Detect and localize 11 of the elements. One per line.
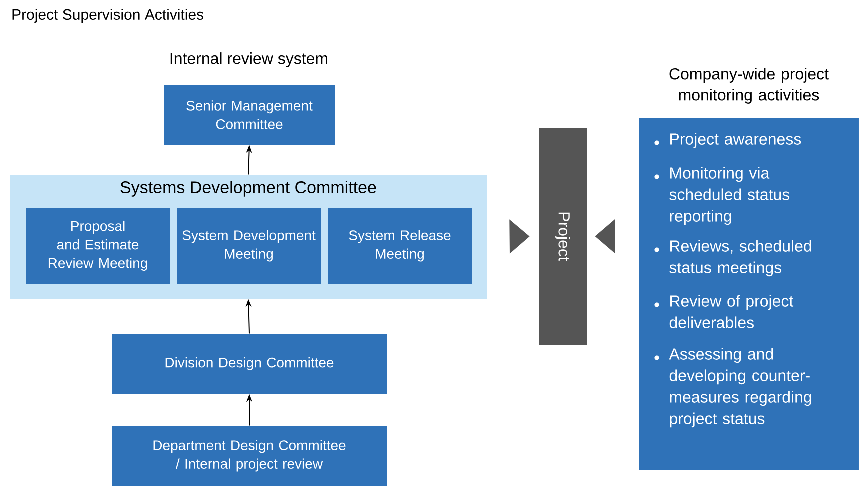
committee-box: System Release Meeting — [328, 208, 472, 284]
committee-box: Division Design Committee — [112, 334, 387, 394]
committee-box: System Development Meeting — [177, 208, 321, 284]
committee-box: Senior Management Committee — [164, 85, 335, 145]
title: Project Supervision Activities — [12, 9, 204, 23]
committee-box: Department Design Committee / Internal project review — [112, 426, 387, 486]
project-bar: Project — [539, 128, 587, 345]
committee-box: Proposal and Estimate Review Meeting — [26, 208, 170, 284]
activities-panel: Company-wide project monitoring activities Project awareness Monitoring via scheduled status reporting Reviews, scheduled status meetings Review of project deliverables Assessing and developing counter-measures regarding project status — [639, 68, 859, 470]
node-label: Company-wide project monitoring activities — [670, 68, 829, 104]
section-heading: Internal review system — [170, 52, 328, 68]
